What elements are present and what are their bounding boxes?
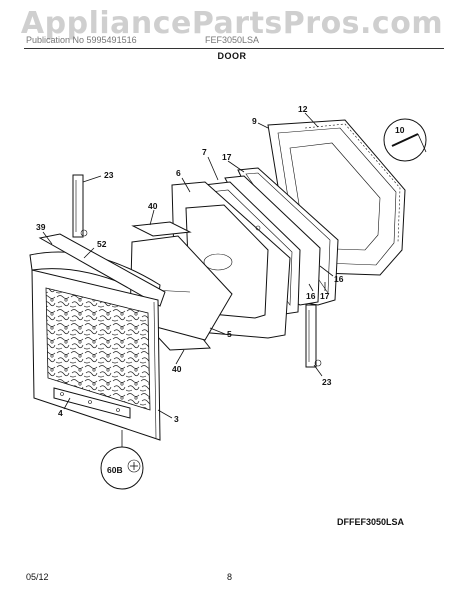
top-trim: [38, 233, 166, 307]
callout-40-bottom: 40: [172, 364, 182, 374]
callout-9: 9: [252, 116, 257, 126]
callout-12: 12: [298, 104, 308, 114]
outer-door-panel: [31, 269, 161, 441]
watermark-text: AppliancePartsPros.com: [20, 6, 444, 41]
gasket-seal: [304, 123, 401, 243]
callout-3: 3: [174, 414, 179, 424]
bottom-screw-callout: [100, 430, 144, 490]
callout-17-top: 17: [222, 152, 232, 162]
footer-date: 05/12: [26, 572, 49, 582]
callout-16-bottom: 16: [306, 291, 316, 301]
glass-retainer-top: [131, 221, 192, 237]
screw-detail-callout: [383, 118, 427, 162]
callout-16-right: 16: [334, 274, 344, 284]
callout-23-left: 23: [104, 170, 114, 180]
right-hinge: [305, 304, 322, 368]
model-number-header: FEF3050LSA: [205, 35, 260, 45]
callout-10: 10: [395, 125, 405, 135]
callout-7: 7: [202, 147, 207, 157]
callout-23-right: 23: [322, 377, 332, 387]
callout-6: 6: [176, 168, 181, 178]
callout-39: 39: [36, 222, 46, 232]
footer-page-number: 8: [227, 572, 233, 582]
callout-5: 5: [227, 329, 232, 339]
callout-17-bottom: 17: [320, 291, 330, 301]
callout-40-top: 40: [148, 201, 158, 211]
callout-4: 4: [58, 408, 63, 418]
model-code-label: DFFEF3050LSA: [337, 517, 405, 527]
callout-60b: 60B: [107, 465, 123, 475]
section-title: DOOR: [217, 51, 247, 61]
bottom-trim: [53, 387, 131, 419]
callout-52: 52: [97, 239, 107, 249]
leader-lines: [42, 112, 334, 419]
publication-number: Publication No 5995491516: [26, 35, 137, 45]
header-divider: [24, 48, 444, 49]
left-hinge: [72, 174, 88, 238]
